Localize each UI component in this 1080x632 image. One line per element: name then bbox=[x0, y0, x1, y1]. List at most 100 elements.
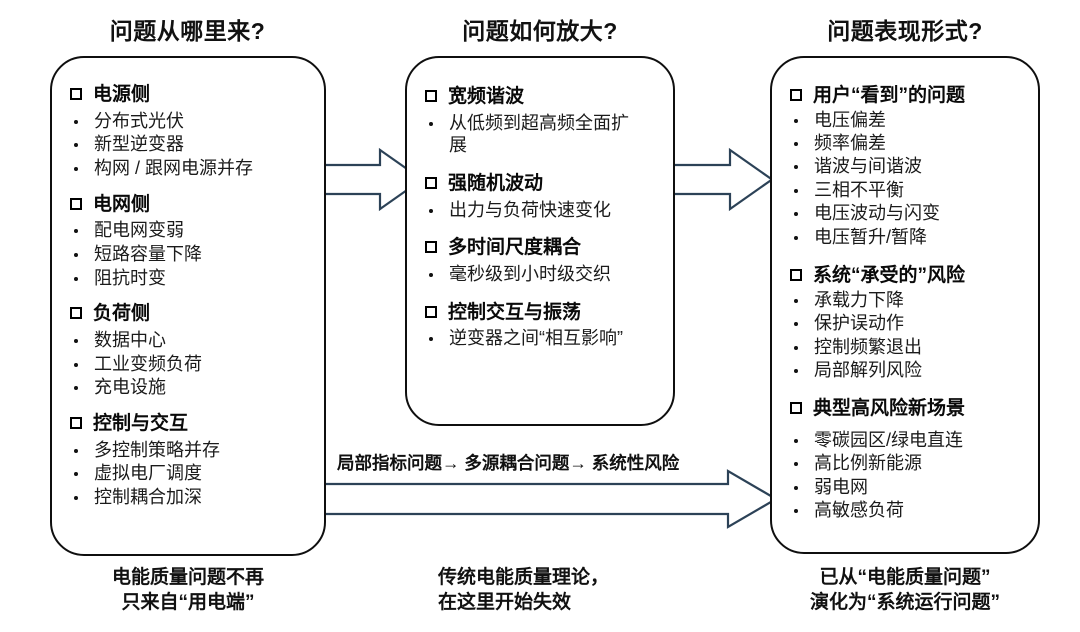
dot-bullet-icon bbox=[794, 188, 798, 193]
list-item: 控制耦合加深 bbox=[68, 486, 314, 509]
group-heading-user-visible-problems: 用户“看到”的问题 bbox=[788, 84, 1028, 109]
dot-bullet-icon bbox=[74, 448, 78, 453]
list-item: 控制频繁退出 bbox=[788, 336, 1028, 359]
group-label: 典型高风险新场景 bbox=[813, 398, 966, 420]
list-item: 出力与负荷快速变化 bbox=[423, 199, 663, 222]
group-heading-system-borne-risks: 系统“承受的”风险 bbox=[788, 264, 1028, 289]
list-item: 保护误动作 bbox=[788, 312, 1028, 335]
list-item: 高敏感负荷 bbox=[788, 499, 1028, 522]
list-item: 新型逆变器 bbox=[68, 133, 314, 156]
dot-bullet-icon bbox=[794, 462, 798, 467]
list-item: 毫秒级到小时级交织 bbox=[423, 263, 663, 286]
list-item-label: 电压波动与闪变 bbox=[814, 203, 940, 224]
bottom-arrow-label: 局部指标问题→ 多源耦合问题→ 系统性风险 bbox=[337, 453, 680, 473]
group-heading-grid-side: 电网侧 bbox=[68, 193, 314, 218]
list-item: 工业变频负荷 bbox=[68, 353, 314, 376]
list-item: 电压暂升/暂降 bbox=[788, 226, 1028, 249]
group-label: 电网侧 bbox=[93, 193, 151, 215]
dot-bullet-icon bbox=[794, 142, 798, 147]
dot-bullet-icon bbox=[794, 235, 798, 240]
list-item-label: 保护误动作 bbox=[814, 313, 904, 334]
list-item: 弱电网 bbox=[788, 476, 1028, 499]
list-item-label: 充电设施 bbox=[94, 377, 166, 398]
panel-3-content: 用户“看到”的问题 电压偏差 频率偏差 谐波与间谐波 三相不平衡 电压波动与闪变 bbox=[772, 58, 1038, 552]
dot-bullet-icon bbox=[74, 253, 78, 258]
list-item: 数据中心 bbox=[68, 329, 314, 352]
list-item-label: 局部解列风险 bbox=[814, 359, 922, 380]
list-item-label: 出力与负荷快速变化 bbox=[449, 199, 611, 220]
group-label: 多时间尺度耦合 bbox=[448, 237, 582, 259]
list-item: 阻抗时变 bbox=[68, 267, 314, 290]
list-item: 电压偏差 bbox=[788, 109, 1028, 132]
dot-bullet-icon bbox=[794, 322, 798, 327]
list-item: 从低频到超高频全面扩展 bbox=[423, 112, 663, 157]
list-item-label: 频率偏差 bbox=[814, 133, 886, 154]
group-heading-typical-high-risk-scenarios: 典型高风险新场景 bbox=[788, 397, 1028, 422]
dot-bullet-icon bbox=[74, 143, 78, 148]
group-label: 用户“看到”的问题 bbox=[813, 85, 966, 106]
dot-bullet-icon bbox=[74, 276, 78, 281]
square-bullet-icon bbox=[790, 269, 802, 282]
group-label: 控制与交互 bbox=[93, 413, 189, 435]
square-bullet-icon bbox=[425, 90, 437, 102]
panel-problem-manifestation: 用户“看到”的问题 电压偏差 频率偏差 谐波与间谐波 三相不平衡 电压波动与闪变 bbox=[770, 56, 1040, 554]
list-item: 局部解列风险 bbox=[788, 359, 1028, 382]
list-item-label: 阻抗时变 bbox=[94, 267, 166, 288]
list-item-label: 控制耦合加深 bbox=[94, 487, 202, 508]
group-label: 电源侧 bbox=[93, 84, 151, 105]
square-bullet-icon bbox=[425, 305, 437, 318]
dot-bullet-icon bbox=[794, 368, 798, 373]
group-label: 宽频谐波 bbox=[448, 86, 525, 107]
list-item: 配电网变弱 bbox=[68, 219, 314, 242]
list-item-label: 控制频繁退出 bbox=[814, 336, 922, 357]
list-item: 多控制策略并存 bbox=[68, 439, 314, 462]
list-item-label: 零碳园区/绿电直连 bbox=[814, 429, 964, 450]
list-item-label: 承载力下降 bbox=[814, 289, 904, 310]
group-heading-multi-timescale-coupling: 多时间尺度耦合 bbox=[423, 236, 663, 261]
dot-bullet-icon bbox=[794, 438, 798, 443]
panel-problem-sources: 电源侧 分布式光伏 新型逆变器 构网 / 跟网电源并存 电网侧 配电网变弱 bbox=[50, 56, 326, 556]
list-item-label: 虚拟电厂调度 bbox=[94, 463, 202, 484]
group-heading-broadband-harmonics: 宽频谐波 bbox=[423, 85, 663, 110]
list-item: 高比例新能源 bbox=[788, 452, 1028, 475]
group-heading-control-interaction: 控制与交互 bbox=[68, 412, 314, 437]
dot-bullet-icon bbox=[74, 229, 78, 234]
list-item-label: 高敏感负荷 bbox=[814, 500, 904, 521]
square-bullet-icon bbox=[425, 177, 437, 190]
list-item-label: 工业变频负荷 bbox=[94, 353, 202, 374]
group-label: 负荷侧 bbox=[93, 303, 151, 325]
dot-bullet-icon bbox=[794, 118, 798, 123]
caption-line-2: 演化为“系统运行问题” bbox=[809, 591, 1000, 613]
dot-bullet-icon bbox=[794, 165, 798, 170]
dot-bullet-icon bbox=[794, 298, 798, 303]
caption-line-2: 只来自“用电端” bbox=[121, 591, 255, 613]
list-item-label: 配电网变弱 bbox=[94, 220, 184, 241]
list-item: 频率偏差 bbox=[788, 132, 1028, 155]
caption-column-1: 电能质量问题不再 只来自“用电端” bbox=[50, 566, 326, 615]
dot-bullet-icon bbox=[794, 345, 798, 350]
caption-line-1: 传统电能质量理论， bbox=[438, 567, 610, 588]
list-item-label: 弱电网 bbox=[814, 476, 868, 497]
panel-1-content: 电源侧 分布式光伏 新型逆变器 构网 / 跟网电源并存 电网侧 配电网变弱 bbox=[52, 58, 324, 554]
list-item-label: 谐波与间谐波 bbox=[814, 156, 922, 177]
list-item: 逆变器之间“相互影响” bbox=[423, 327, 663, 350]
square-bullet-icon bbox=[70, 307, 82, 320]
caption-line-1: 电能质量问题不再 bbox=[111, 567, 264, 588]
list-item: 电压波动与闪变 bbox=[788, 202, 1028, 225]
dot-bullet-icon bbox=[429, 121, 433, 126]
group-heading-load-side: 负荷侧 bbox=[68, 302, 314, 327]
panel-2-content: 宽频谐波 从低频到超高频全面扩展 强随机波动 出力与负荷快速变化 多时间尺度耦合… bbox=[407, 58, 673, 424]
list-item: 充电设施 bbox=[68, 376, 314, 399]
dot-bullet-icon bbox=[794, 509, 798, 514]
list-item: 零碳园区/绿电直连 bbox=[788, 429, 1028, 452]
list-item: 承载力下降 bbox=[788, 289, 1028, 312]
dot-bullet-icon bbox=[794, 485, 798, 490]
dot-bullet-icon bbox=[74, 496, 78, 501]
dot-bullet-icon bbox=[429, 273, 433, 278]
dot-bullet-icon bbox=[74, 472, 78, 477]
group-label: 控制交互与振荡 bbox=[448, 301, 582, 323]
caption-column-2: 传统电能质量理论， 在这里开始失效 bbox=[400, 566, 680, 615]
list-item-label: 短路容量下降 bbox=[94, 244, 202, 265]
list-item-label: 三相不平衡 bbox=[814, 179, 904, 200]
